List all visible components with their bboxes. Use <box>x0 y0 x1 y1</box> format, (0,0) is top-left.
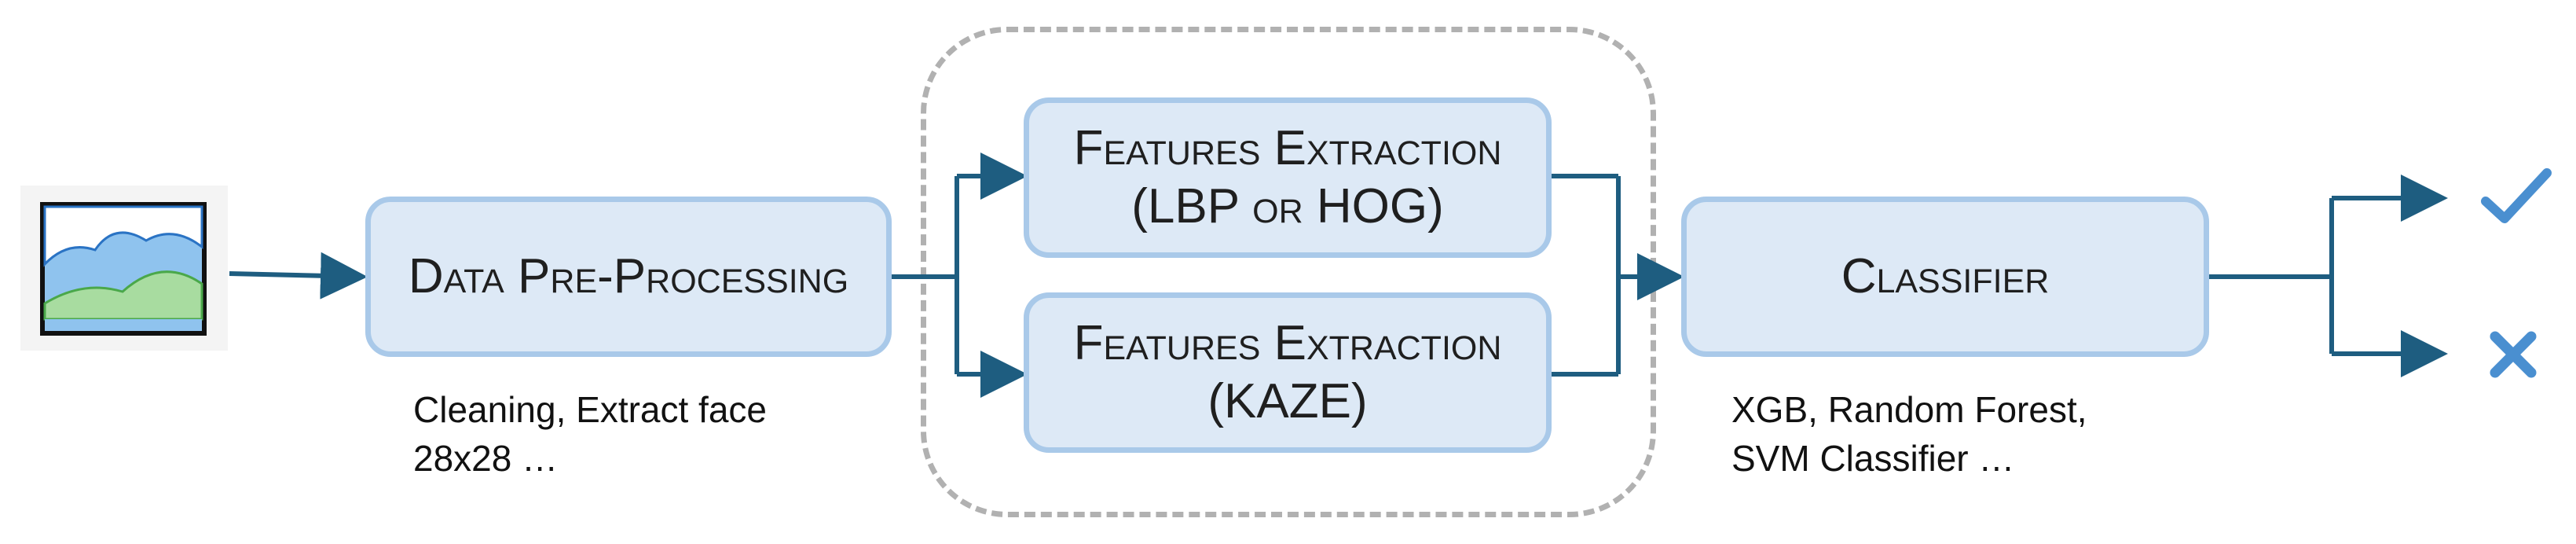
classifier-box: Classifier <box>1681 197 2209 357</box>
features-top-title: Features Extraction <box>1073 120 1502 175</box>
features-bottom-method: (KAZE) <box>1207 374 1368 428</box>
preprocessing-caption-line: 28x28 … <box>413 438 559 479</box>
features-top-box: Features Extraction (LBP or HOG) <box>1024 97 1552 258</box>
features-top-method: (LBP or HOG) <box>1131 179 1444 233</box>
preprocessing-caption-line: Cleaning, Extract face <box>413 389 768 430</box>
input-image-icon <box>20 186 228 351</box>
features-bottom-box: Features Extraction (KAZE) <box>1024 292 1552 453</box>
check-icon <box>2481 168 2552 223</box>
features-bottom-title: Features Extraction <box>1073 315 1502 370</box>
cross-icon <box>2490 331 2537 378</box>
preprocessing-box: Data Pre-Processing <box>365 197 892 357</box>
preprocessing-caption: Cleaning, Extract face 28x28 … <box>413 385 767 483</box>
classifier-caption: XGB, Random Forest, SVM Classifier … <box>1731 385 2087 483</box>
classifier-label: Classifier <box>1841 248 2050 303</box>
preprocessing-label: Data Pre-Processing <box>408 248 849 303</box>
arrow-image-to-preprocessing <box>229 252 368 300</box>
classifier-caption-line: XGB, Random Forest, <box>1731 389 2087 430</box>
classifier-caption-line: SVM Classifier … <box>1731 438 2015 479</box>
